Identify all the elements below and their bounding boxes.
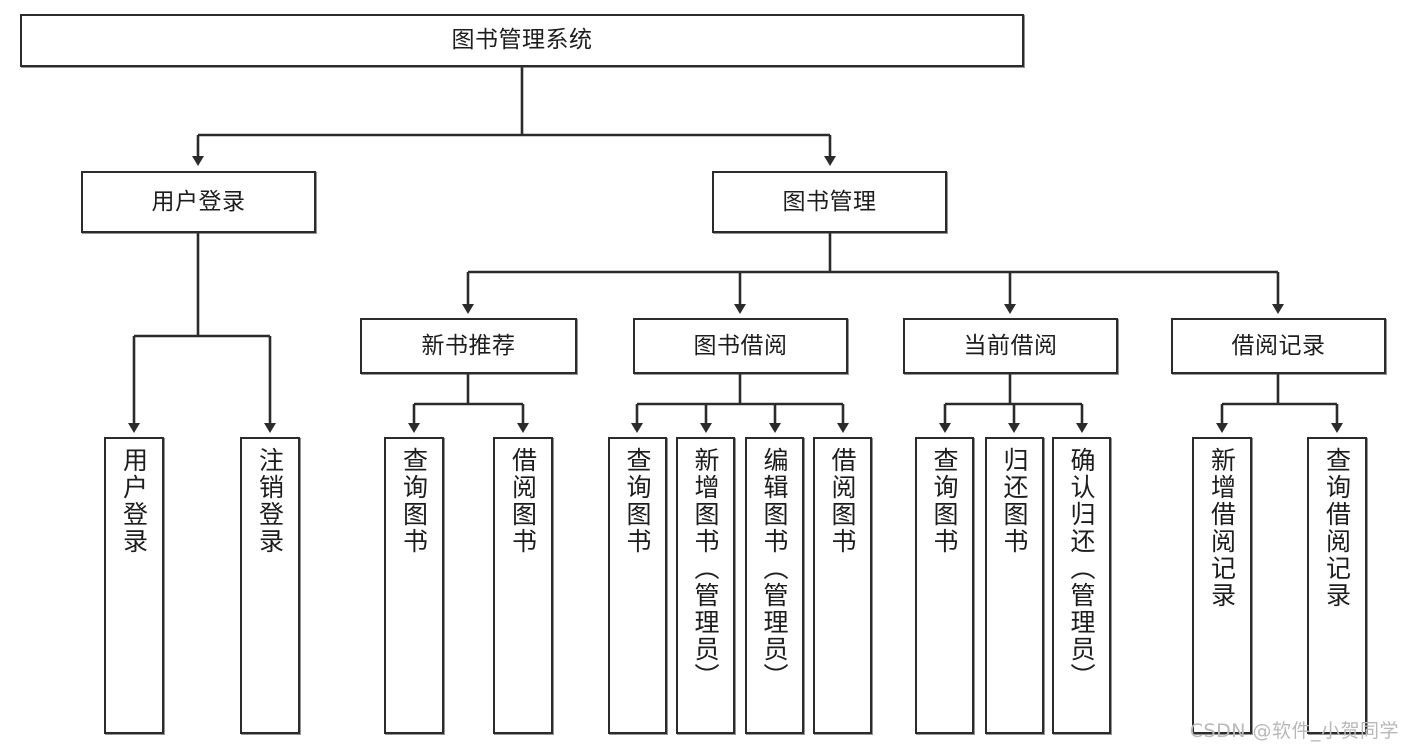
node-user-login-label: 用户登录 — [151, 188, 246, 215]
leaf-records-add-label: 新增借阅记录 — [1207, 447, 1237, 609]
leaf-borrow-query-label: 查询图书 — [623, 447, 652, 555]
csdn-watermark: CSDN @软件_小贺同学 — [1189, 720, 1399, 742]
node-borrow-records[interactable]: 借阅记录 — [1171, 318, 1386, 374]
leaf-current-confirm-return[interactable]: 确认归还（管理员） — [1052, 437, 1111, 734]
leaf-new-books-query[interactable]: 查询图书 — [384, 437, 444, 734]
leaf-records-add[interactable]: 新增借阅记录 — [1192, 437, 1252, 734]
leaf-records-query[interactable]: 查询借阅记录 — [1307, 437, 1367, 734]
leaf-user-login-logout[interactable]: 注销登录 — [240, 437, 300, 734]
leaf-user-login-login-label: 用户登录 — [119, 447, 149, 555]
leaf-borrow-add-label: 新增图书（管理员） — [691, 447, 720, 690]
node-current-borrow[interactable]: 当前借阅 — [903, 318, 1118, 374]
node-book-management[interactable]: 图书管理 — [712, 171, 947, 233]
leaf-borrow-query[interactable]: 查询图书 — [608, 437, 667, 734]
node-current-borrow-label: 当前借阅 — [963, 332, 1058, 359]
leaf-new-books-query-label: 查询图书 — [399, 447, 429, 555]
node-new-book-recommend-label: 新书推荐 — [421, 332, 516, 359]
node-user-login[interactable]: 用户登录 — [81, 171, 316, 233]
leaf-current-confirm-return-label: 确认归还（管理员） — [1067, 447, 1096, 690]
node-root[interactable]: 图书管理系统 — [20, 14, 1024, 67]
leaf-borrow-edit-label: 编辑图书（管理员） — [760, 447, 789, 690]
node-borrow-records-label: 借阅记录 — [1231, 332, 1326, 359]
leaf-borrow-do[interactable]: 借阅图书 — [813, 437, 872, 734]
node-book-borrow[interactable]: 图书借阅 — [633, 318, 848, 374]
leaf-records-query-label: 查询借阅记录 — [1322, 447, 1352, 609]
leaf-borrow-do-label: 借阅图书 — [828, 447, 857, 555]
leaf-user-login-logout-label: 注销登录 — [255, 447, 285, 555]
leaf-current-return[interactable]: 归还图书 — [985, 437, 1044, 734]
leaf-user-login-login[interactable]: 用户登录 — [104, 437, 164, 734]
node-book-management-label: 图书管理 — [782, 188, 877, 215]
leaf-new-books-borrow[interactable]: 借阅图书 — [493, 437, 553, 734]
leaf-borrow-edit[interactable]: 编辑图书（管理员） — [745, 437, 804, 734]
leaf-borrow-add[interactable]: 新增图书（管理员） — [676, 437, 735, 734]
node-book-borrow-label: 图书借阅 — [693, 332, 788, 359]
leaf-current-query[interactable]: 查询图书 — [915, 437, 974, 734]
leaf-new-books-borrow-label: 借阅图书 — [508, 447, 538, 555]
leaf-current-return-label: 归还图书 — [1000, 447, 1029, 555]
leaf-current-query-label: 查询图书 — [930, 447, 959, 555]
node-root-label: 图书管理系统 — [451, 27, 593, 54]
node-new-book-recommend[interactable]: 新书推荐 — [360, 318, 577, 374]
